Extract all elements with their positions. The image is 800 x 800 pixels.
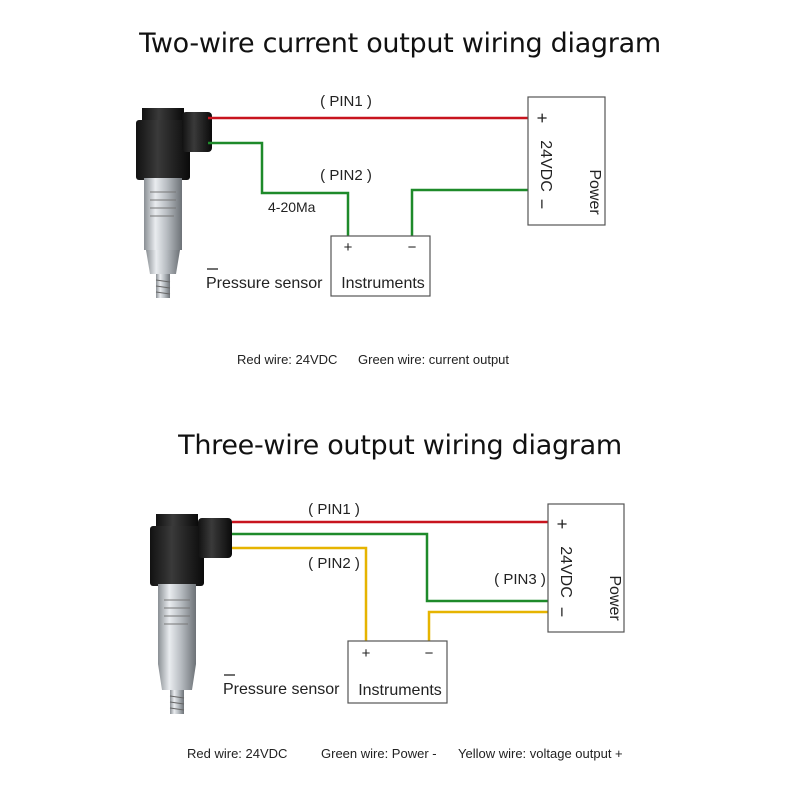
pressure-sensor-image xyxy=(136,108,212,298)
two-wire-diagram: + − Instruments + 24VDC − Power ( PIN1 )… xyxy=(136,93,606,298)
pin1-label: ( PIN1 ) xyxy=(320,93,372,110)
power-plus: + xyxy=(532,113,552,124)
green-wire-return xyxy=(410,188,532,240)
pin2-label: ( PIN2 ) xyxy=(308,555,360,572)
diagram2-legend-yellow: Yellow wire: voltage output + xyxy=(458,746,623,761)
power-minus: − xyxy=(532,199,552,210)
instruments-box xyxy=(330,235,431,297)
three-wire-diagram: + − Instruments + 24VDC − Power ( PIN1 )… xyxy=(150,501,625,714)
green-wire-signal xyxy=(208,141,350,240)
pin3-label: ( PIN3 ) xyxy=(494,571,546,588)
power-box xyxy=(547,503,625,633)
instruments-minus: − xyxy=(425,645,434,662)
diagram2-legend-red: Red wire: 24VDC xyxy=(187,746,288,761)
power-voltage: 24VDC xyxy=(537,140,554,192)
diagram1-title: Two-wire current output wiring diagram xyxy=(139,28,661,59)
diagram1-legend-red: Red wire: 24VDC xyxy=(237,352,338,367)
power-minus: − xyxy=(552,607,572,618)
power-voltage: 24VDC xyxy=(557,546,574,598)
instruments-plus: + xyxy=(344,239,353,256)
yellow-wire-output xyxy=(232,546,368,644)
pin2-label: ( PIN2 ) xyxy=(320,167,372,184)
diagram2-title: Three-wire output wiring diagram xyxy=(178,430,622,461)
instruments-label: Instruments xyxy=(358,682,442,699)
power-label: Power xyxy=(606,575,623,621)
diagram2-legend-green: Green wire: Power - xyxy=(321,746,437,761)
sensor-label: Pressure sensor xyxy=(223,681,340,698)
pressure-sensor-image xyxy=(150,514,232,714)
instruments-plus: + xyxy=(362,645,371,662)
signal-label: 4-20Ma xyxy=(268,199,316,215)
power-label: Power xyxy=(586,169,603,215)
yellow-wire-return xyxy=(427,610,549,644)
instruments-label: Instruments xyxy=(341,275,425,292)
sensor-label: Pressure sensor xyxy=(206,275,323,292)
power-plus: + xyxy=(552,519,572,530)
pin1-label: ( PIN1 ) xyxy=(308,501,360,518)
instruments-minus: − xyxy=(408,239,417,256)
diagram1-legend-green: Green wire: current output xyxy=(358,352,510,367)
green-wire xyxy=(232,532,549,603)
instruments-box xyxy=(347,640,448,704)
power-box xyxy=(527,96,606,226)
